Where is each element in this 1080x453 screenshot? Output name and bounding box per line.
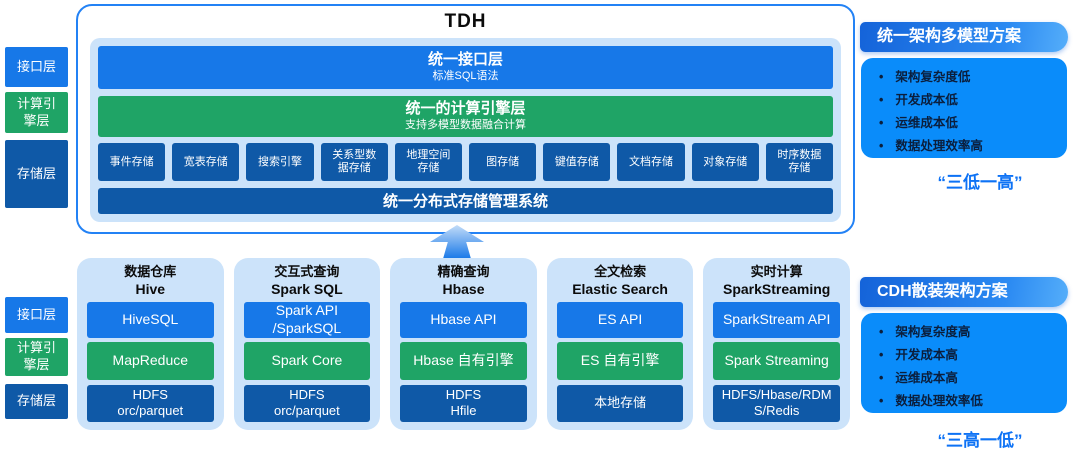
column-name: SparkStreaming: [722, 280, 831, 297]
column-elastic-search: 全文检索 Elastic Search ES API ES 自有引擎 本地存储: [546, 258, 694, 430]
storage-type-geospatial: 地理空间 存储: [394, 143, 463, 182]
storage-types-row: 事件存储 宽表存储 搜索引擎 关系型数 据存储 地理空间 存储 图存储 键值存储…: [98, 143, 834, 182]
cdh-plan-bullets: 架构复杂度高 开发成本高 运维成本高 数据处理效率低: [861, 313, 1067, 413]
spark-sql-storage-box: HDFS orc/parquet: [243, 384, 371, 422]
storage-type-wide-table: 宽表存储: [172, 143, 240, 182]
column-name: Hive: [135, 280, 166, 297]
storage-type-event: 事件存储: [98, 143, 166, 182]
cdh-plan-bullet: 运维成本高: [879, 367, 1067, 390]
column-category: 实时计算: [750, 264, 803, 279]
side-label-compute-layer-bottom: 计算引 擎层: [5, 338, 68, 376]
side-label-storage-layer-top: 存储层: [5, 140, 68, 208]
tdh-plan-bullets: 架构复杂度低 开发成本低 运维成本低 数据处理效率高: [861, 58, 1067, 158]
side-label-storage-layer-bottom: 存储层: [5, 384, 68, 419]
side-label-interface-layer-bottom: 接口层: [5, 297, 68, 333]
tdh-plan-bullet: 运维成本低: [879, 112, 1067, 135]
tdh-box: TDH 统一接口层 标准SQL语法 统一的计算引擎层 支持多模型数据融合计算 事…: [76, 4, 855, 234]
column-header: 全文检索 Elastic Search: [557, 264, 684, 298]
tdh-plan-header: 统一架构多模型方案: [860, 22, 1068, 52]
column-hbase: 精确查询 Hbase Hbase API Hbase 自有引擎 HDFS Hfi…: [390, 258, 537, 430]
tdh-plan-bullet: 数据处理效率高: [879, 135, 1067, 158]
storage-type-graph: 图存储: [469, 143, 537, 182]
spark-streaming-interface-box: SparkStream API: [713, 301, 840, 338]
es-engine-box: ES 自有引擎: [556, 341, 684, 380]
column-header: 交互式查询 Spark SQL: [244, 264, 371, 298]
cdh-columns: 数据仓库 Hive HiveSQL MapReduce HDFS orc/par…: [77, 258, 850, 430]
tdh-inner-panel: 统一接口层 标准SQL语法 统一的计算引擎层 支持多模型数据融合计算 事件存储 …: [90, 38, 841, 222]
column-category: 精确查询: [437, 264, 490, 279]
hive-storage-box: HDFS orc/parquet: [87, 384, 214, 422]
cdh-plan-bullet: 数据处理效率低: [879, 390, 1067, 413]
column-header: 精确查询 Hbase: [400, 264, 527, 298]
storage-type-key-value: 键值存储: [543, 143, 611, 182]
column-header: 数据仓库 Hive: [87, 264, 214, 298]
spark-sql-interface-box: Spark API /SparkSQL: [243, 301, 371, 338]
column-category: 数据仓库: [124, 264, 177, 279]
storage-type-relational: 关系型数 据存储: [320, 143, 388, 182]
storage-type-timeseries: 时序数据 存储: [765, 143, 834, 182]
side-label-interface-layer-top: 接口层: [5, 47, 68, 87]
cdh-plan-bullet: 架构复杂度高: [879, 321, 1067, 344]
column-hive: 数据仓库 Hive HiveSQL MapReduce HDFS orc/par…: [77, 258, 224, 430]
hbase-storage-box: HDFS Hfile: [400, 384, 527, 422]
unified-interface-layer-bar: 统一接口层 标准SQL语法: [98, 46, 833, 89]
unified-interface-layer-title: 统一接口层: [427, 51, 503, 69]
storage-type-object: 对象存储: [691, 143, 759, 182]
storage-type-document: 文档存储: [617, 143, 685, 182]
unified-compute-layer-bar: 统一的计算引擎层 支持多模型数据融合计算: [98, 95, 833, 137]
column-name: Elastic Search: [572, 280, 668, 297]
unified-interface-layer-subtitle: 标准SQL语法: [432, 70, 499, 83]
column-category: 交互式查询: [274, 264, 340, 279]
tdh-plan-bullet: 架构复杂度低: [879, 66, 1067, 89]
unified-distributed-storage-bar: 统一分布式存储管理系统: [98, 187, 833, 214]
hive-interface-box: HiveSQL: [87, 301, 214, 338]
storage-type-search: 搜索引擎: [246, 143, 314, 182]
column-spark-streaming: 实时计算 SparkStreaming SparkStream API Spar…: [703, 258, 850, 430]
column-name: Spark SQL: [271, 280, 343, 297]
cdh-plan-bullet: 开发成本高: [879, 344, 1067, 367]
tdh-plan-quote: “三低一高”: [937, 173, 1023, 192]
hbase-interface-box: Hbase API: [400, 301, 527, 338]
hbase-engine-box: Hbase 自有引擎: [400, 341, 527, 380]
es-interface-box: ES API: [556, 301, 684, 338]
column-name: Hbase: [442, 280, 485, 297]
hive-engine-box: MapReduce: [87, 341, 214, 380]
column-spark-sql: 交互式查询 Spark SQL Spark API /SparkSQL Spar…: [233, 258, 381, 430]
es-storage-box: 本地存储: [556, 384, 684, 422]
spark-streaming-engine-box: Spark Streaming: [713, 341, 840, 380]
spark-streaming-storage-box: HDFS/Hbase/RDM S/Redis: [713, 384, 840, 422]
column-category: 全文检索: [594, 264, 647, 279]
column-header: 实时计算 SparkStreaming: [713, 264, 840, 298]
side-label-compute-layer-top: 计算引 擎层: [5, 92, 68, 133]
unified-compute-layer-subtitle: 支持多模型数据融合计算: [405, 119, 526, 132]
cdh-plan-quote: “三高一低”: [937, 431, 1023, 450]
spark-sql-engine-box: Spark Core: [243, 341, 371, 380]
unified-compute-layer-title: 统一的计算引擎层: [405, 100, 526, 118]
tdh-title: TDH: [444, 11, 487, 32]
cdh-plan-header: CDH散装架构方案: [860, 277, 1068, 307]
tdh-plan-bullet: 开发成本低: [879, 89, 1067, 112]
